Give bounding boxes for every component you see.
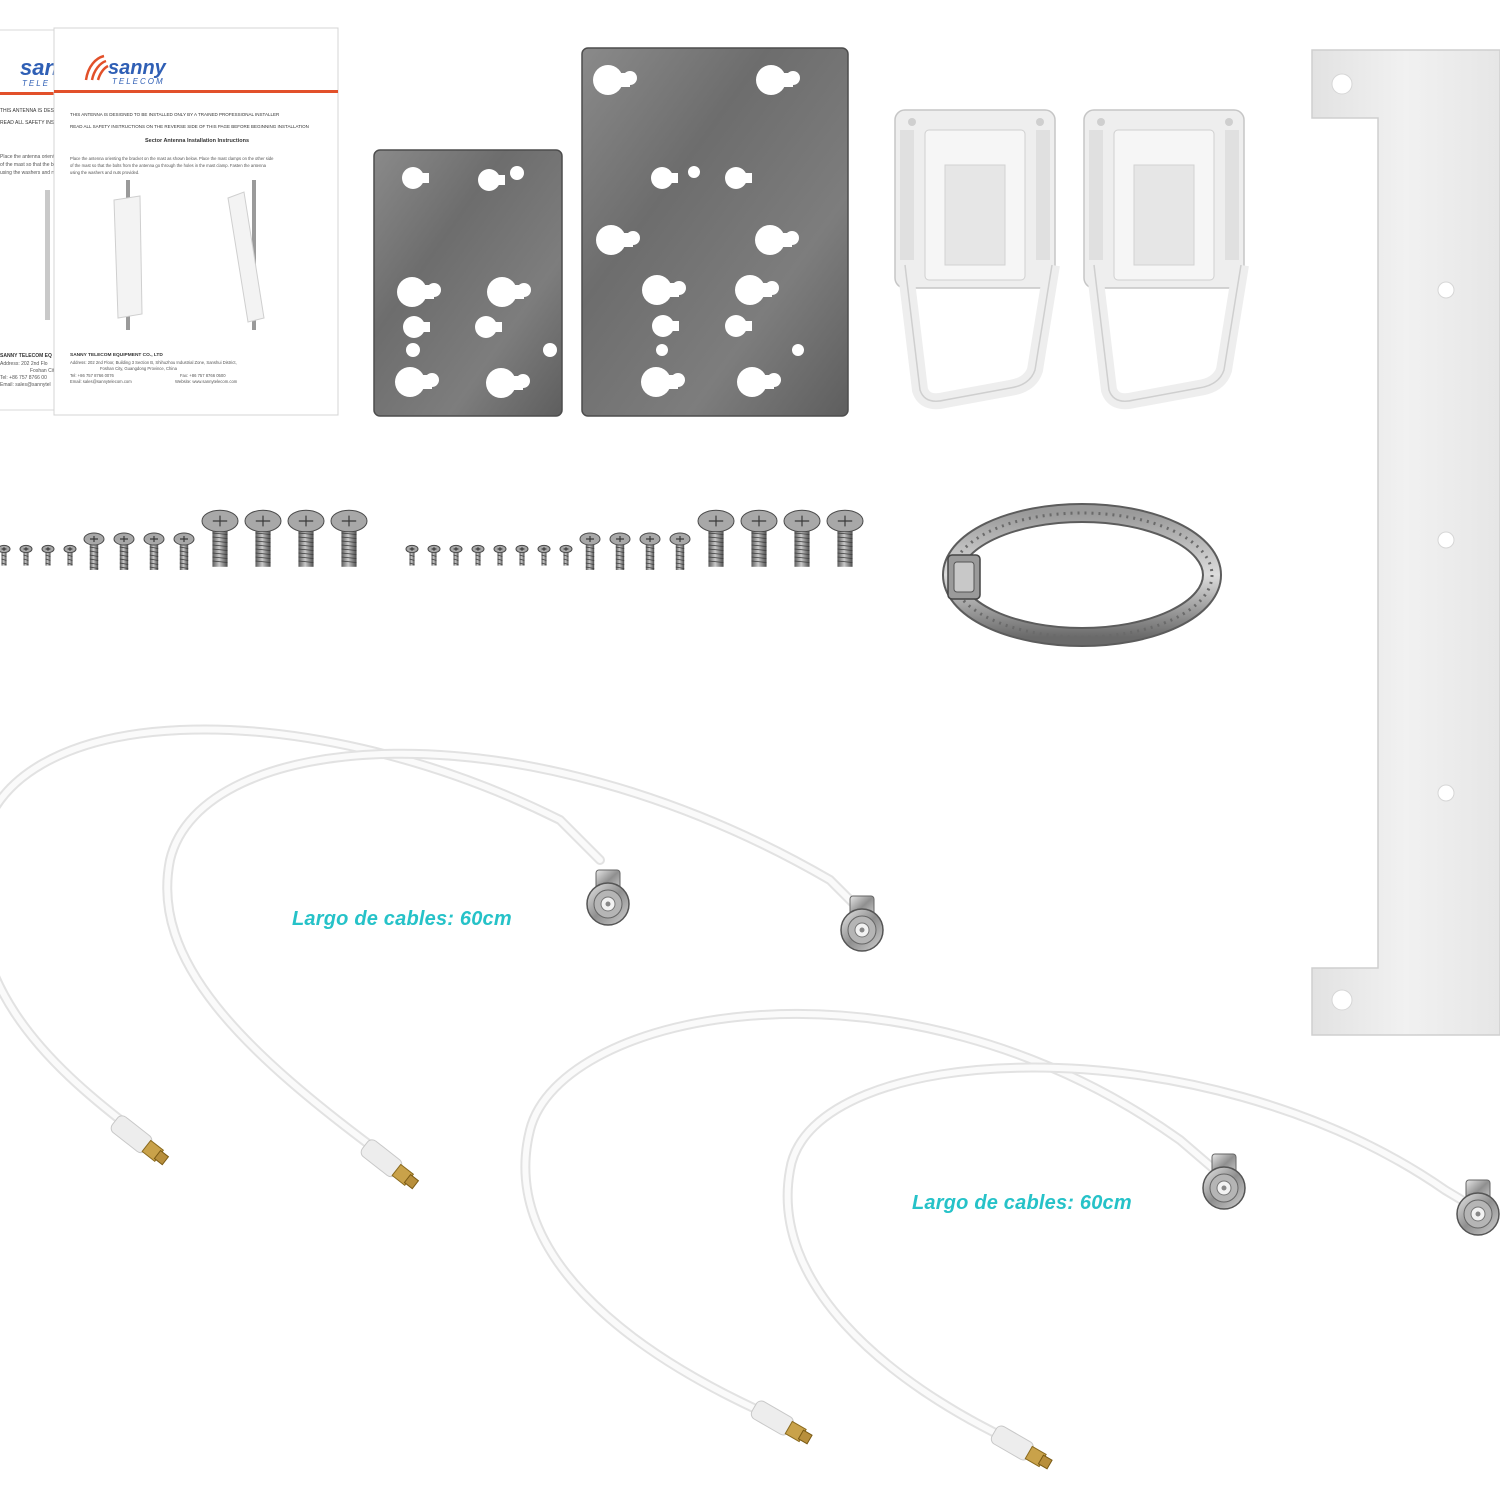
sma-connector-icon [988, 1423, 1056, 1474]
n-connector-icon [1456, 1179, 1500, 1236]
hose-clamp [942, 503, 1222, 647]
screw [579, 532, 601, 570]
sanny-logo-icon [84, 54, 109, 81]
back-tel: Tel: +86 757 8766 00 [0, 375, 47, 381]
plastic-bracket-left [894, 109, 1060, 410]
screw [427, 544, 441, 566]
screw [493, 544, 507, 566]
address-line-2: Foshan City, Guangdong Province, China [100, 366, 178, 371]
back-address: Address: 202 2nd Flo [0, 361, 48, 367]
address-line-1: Address: 202 2nd Floor, Building 3 Secti… [70, 360, 237, 365]
body-line-1: Place the antenna orienting the bracket … [70, 156, 274, 161]
tel: Tel: +86 757 8766 0076 [70, 373, 115, 378]
screw [113, 532, 135, 570]
steel-mounting-plate-small [373, 149, 563, 417]
brand-word: sanny [108, 57, 167, 79]
back-city: Foshan City, [30, 368, 58, 374]
coax-cable-4 [782, 1062, 1500, 1474]
screw [143, 532, 165, 570]
screw [330, 509, 368, 567]
white-mounting-rail [1311, 49, 1500, 1036]
plastic-bracket-right [1083, 109, 1249, 410]
body-line-2: of the mast so that the bolts from the a… [70, 163, 267, 168]
section-title: Sector Antenna Installation Instructions [145, 138, 249, 144]
back-body-2: of the mast so that the b [0, 162, 54, 168]
screw [41, 544, 55, 566]
screw [287, 509, 325, 567]
screw [83, 532, 105, 570]
n-connector-icon [586, 869, 630, 926]
sma-connector-icon [748, 1398, 816, 1449]
screw [201, 509, 239, 567]
screw [471, 544, 485, 566]
notice-line-2: READ ALL SAFETY INSTRUCTIONS ON THE REVE… [70, 124, 309, 129]
screw [449, 544, 463, 566]
coax-cable-3 [520, 1008, 1246, 1449]
back-read: READ ALL SAFETY INSTR [0, 120, 61, 126]
back-company: SANNY TELECOM EQ [0, 353, 52, 359]
body-line-3: using the washers and nuts provided. [70, 170, 139, 175]
back-body-1: Place the antenna orient [0, 154, 55, 160]
back-email: Email: sales@sannytel [0, 382, 51, 388]
screw [639, 532, 661, 570]
company-name: SANNY TELECOM EQUIPMENT CO., LTD [70, 352, 163, 358]
fax: Fax: +86 757 8766 0500 [180, 373, 226, 378]
screw [515, 544, 529, 566]
screw [559, 544, 573, 566]
screw-set-left [0, 509, 368, 570]
screw [609, 532, 631, 570]
antenna-illustration-icon [113, 180, 265, 330]
screw [405, 544, 419, 566]
screw [244, 509, 282, 567]
notice-line-1: THIS ANTENNA IS DESIGNED TO BE INSTALLED… [70, 112, 280, 117]
brand-sub: TELECOM [112, 77, 165, 86]
screw [783, 509, 821, 567]
sma-connector-icon [108, 1112, 173, 1170]
back-brand-word: san [20, 55, 58, 80]
screw [19, 544, 33, 566]
screw [537, 544, 551, 566]
screw-set-right [405, 509, 864, 570]
sma-connector-icon [358, 1136, 423, 1194]
coax-cable-2 [162, 748, 884, 1194]
cable-length-caption-2: Largo de cables: 60cm [912, 1192, 1132, 1214]
screw [173, 532, 195, 570]
email: Email: sales@sannytelecom.com [70, 379, 132, 384]
website: Website: www.sannytelecom.com [175, 379, 238, 384]
screw [740, 509, 778, 567]
screw [697, 509, 735, 567]
back-notice: THIS ANTENNA IS DESIG [0, 108, 59, 114]
screw [826, 509, 864, 567]
instruction-manual-front: sanny TELECOM THIS ANTENNA IS DESIGNED T… [53, 27, 339, 416]
steel-mounting-plate-large [581, 47, 849, 417]
screw [669, 532, 691, 570]
cable-length-caption-1: Largo de cables: 60cm [292, 908, 512, 930]
back-brand-sub: TELE [22, 79, 50, 88]
screw [0, 544, 11, 566]
back-body-3: using the washers and nu [0, 170, 57, 176]
screw [63, 544, 77, 566]
